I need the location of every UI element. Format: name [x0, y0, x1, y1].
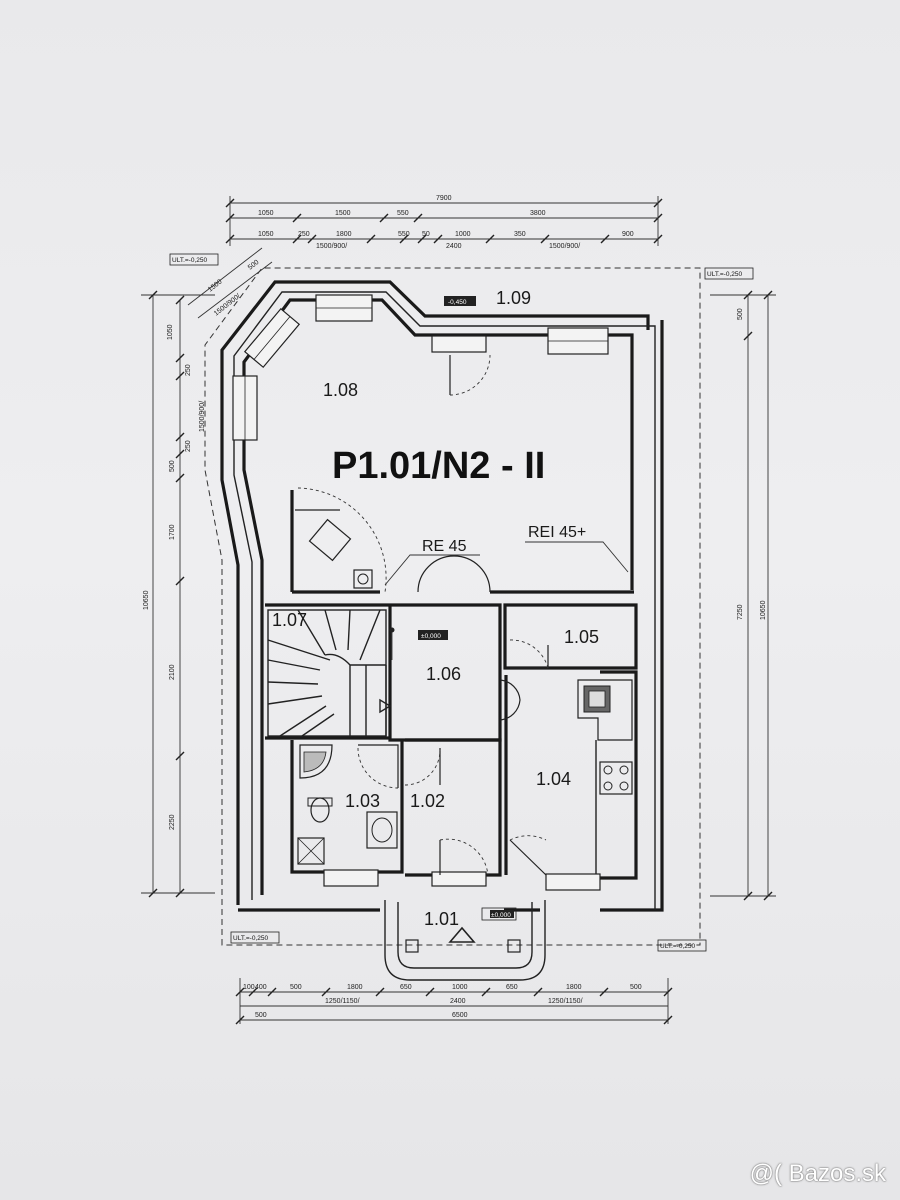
dim-left: 1050	[167, 324, 174, 340]
dim-bottom-total: 6500	[452, 1012, 468, 1019]
dim-top-r2: 1800	[336, 231, 352, 238]
level-tag-top-left: ULT.=-0,250	[169, 253, 219, 266]
fire-rating-re: RE 45	[384, 538, 480, 586]
room-label-104: 1.04	[536, 769, 571, 789]
windows	[232, 294, 609, 891]
dim-bottom-r2: 1250/1150/	[548, 998, 583, 1005]
dim-left: 2250	[169, 814, 176, 830]
dim-bottom-r1: 100	[243, 984, 255, 991]
entrance-porch	[384, 900, 546, 981]
fire-rating-re-text: RE 45	[422, 538, 467, 555]
watermark: @( Bazos.sk	[749, 1160, 886, 1187]
perimeter-outline	[204, 267, 701, 946]
dim-top-r1: 550	[397, 210, 409, 217]
room-label-102: 1.02	[410, 791, 445, 811]
dim-right: 500	[737, 308, 744, 320]
left-dimensions: 1050 250 1500/900/ 250 500 1700 2100 225…	[141, 290, 215, 898]
dim-left: 1500/900/	[199, 401, 206, 432]
room-label-107: 1.07	[272, 610, 307, 630]
level-tag-text: ULT.=-0,250	[707, 271, 742, 278]
dim-left: 250	[185, 440, 192, 452]
dim-bottom-r1: 650	[400, 984, 412, 991]
dim-left-total: 10650	[143, 590, 150, 610]
dim-bottom-lead: 500	[255, 1012, 267, 1019]
dim-bottom-r1: 1800	[347, 984, 363, 991]
dim-top-window: 1500/900/	[316, 243, 347, 250]
dim-top-r2: 1050	[258, 231, 274, 238]
room-label-106: 1.06	[426, 664, 461, 684]
height-tag-a: -0,450	[444, 296, 476, 306]
dim-top-r2: 50	[422, 231, 430, 238]
height-tag-text: ±0,000	[491, 912, 511, 919]
level-tag-text: ULT.=-0,250	[660, 943, 695, 950]
height-tag-text: -0,450	[448, 299, 467, 306]
room-label-105: 1.05	[564, 627, 599, 647]
level-tag-text: ULT.=-0,250	[233, 935, 268, 942]
dim-top-r2: 2400	[446, 243, 462, 250]
bottom-dimensions: 100 400 500 1800 650 1000 650 1800 500 1…	[235, 978, 673, 1025]
fire-rating-rei-text: REI 45+	[528, 524, 586, 541]
level-tag-bottom-left: ULT.=-0,250	[230, 931, 280, 944]
dim-left: 2100	[169, 664, 176, 680]
dim-left: 250	[185, 364, 192, 376]
dim-diag: 1500	[207, 278, 224, 293]
dim-top-r1: 1050	[258, 210, 274, 217]
height-tag-b: ±0,000	[418, 630, 448, 640]
dim-top-r2: 350	[514, 231, 526, 238]
dim-top-r1: 3800	[530, 210, 546, 217]
fire-rating-rei: REI 45+	[525, 524, 629, 573]
dim-top-r1: 1500	[335, 210, 351, 217]
dim-right: 7250	[737, 604, 744, 620]
dim-right-total: 10650	[760, 600, 767, 620]
doors	[295, 354, 549, 876]
dim-top-r2: 1000	[455, 231, 471, 238]
dim-bottom-r1: 650	[506, 984, 518, 991]
dim-top-total: 7900	[436, 195, 452, 202]
top-dimensions: 7900 1050 1500 550 3800 1050 250 1800 55…	[225, 195, 663, 250]
room-label-108: 1.08	[323, 380, 358, 400]
fixtures	[297, 518, 633, 865]
room-label-101: 1.01	[424, 909, 459, 929]
dim-bottom-r2: 2400	[450, 998, 466, 1005]
dim-bottom-r2: 1250/1150/	[325, 998, 360, 1005]
staircase	[267, 609, 395, 737]
level-tag-text: ULT.=-0,250	[172, 257, 207, 264]
dim-bottom-r1: 1000	[452, 984, 468, 991]
dim-bottom-r1: 500	[630, 984, 642, 991]
level-tag-top-right: ULT.=-0,250	[704, 267, 754, 280]
dim-bottom-r1: 1800	[566, 984, 582, 991]
dim-top-r2: 1500/900/	[549, 243, 580, 250]
right-dimensions: 500 7250 10650	[710, 290, 776, 901]
height-tag-c: ±0,000	[481, 907, 517, 921]
dim-left: 500	[169, 460, 176, 472]
dim-top-r2: 250	[298, 231, 310, 238]
room-label-109: 1.09	[496, 288, 531, 308]
height-tag-text: ±0,000	[421, 633, 441, 640]
dim-top-r2: 900	[622, 231, 634, 238]
dim-top-r2: 550	[398, 231, 410, 238]
room-label-103: 1.03	[345, 791, 380, 811]
dim-diag: 500	[247, 259, 261, 272]
dim-bottom-r1: 400	[255, 984, 267, 991]
plan-title: P1.01/N2 - II	[332, 445, 545, 487]
dim-left: 1700	[169, 524, 176, 540]
dim-bottom-r1: 500	[290, 984, 302, 991]
dim-diag: 1500/900/	[213, 293, 242, 318]
